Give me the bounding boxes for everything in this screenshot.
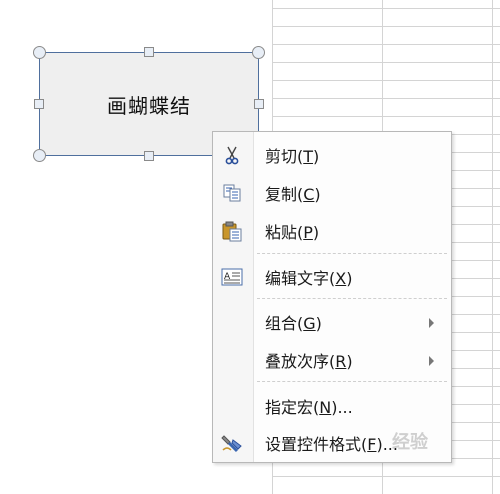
shape-label: 画蝴蝶结 [107,93,191,118]
context-menu: 剪切(T) 复制(C) [212,131,452,463]
format-control-icon [221,432,243,454]
menu-item-group[interactable]: 组合(G) [213,307,451,337]
resize-handle-top-left[interactable] [33,46,46,59]
resize-handle-top[interactable] [144,47,154,57]
menu-separator [257,381,447,382]
menu-item-assign-macro[interactable]: 指定宏(N)... [213,391,451,421]
resize-handle-bottom-left[interactable] [33,149,46,162]
menu-item-cut[interactable]: 剪切(T) [213,140,451,170]
menu-item-label: 复制(C) [265,185,321,204]
menu-separator [257,253,447,254]
paste-icon [221,220,243,242]
resize-handle-right[interactable] [254,99,264,109]
scissors-icon [221,144,243,166]
menu-item-paste[interactable]: 粘贴(P) [213,216,451,246]
menu-item-label: 设置控件格式(F)... [265,435,398,454]
menu-item-order[interactable]: 叠放次序(R) [213,345,451,375]
menu-item-edit-text[interactable]: A 编辑文字(X) [213,262,451,292]
submenu-arrow-icon [429,318,434,328]
submenu-arrow-icon [429,356,434,366]
menu-item-label: 叠放次序(R) [265,352,353,371]
menu-item-format-control[interactable]: 设置控件格式(F)... [213,428,451,458]
menu-item-label: 组合(G) [265,314,322,333]
copy-icon [221,182,243,204]
menu-separator [257,298,447,299]
menu-item-label: 粘贴(P) [265,223,320,242]
menu-item-label: 剪切(T) [265,147,320,166]
resize-handle-top-right[interactable] [252,46,265,59]
watermark: 经验 [392,432,428,453]
menu-item-label: 指定宏(N)... [265,398,353,417]
edit-text-icon: A [221,266,243,288]
menu-item-copy[interactable]: 复制(C) [213,178,451,208]
resize-handle-bottom[interactable] [144,151,154,161]
menu-item-label: 编辑文字(X) [265,269,353,288]
svg-text:A: A [224,272,231,282]
resize-handle-left[interactable] [34,99,44,109]
